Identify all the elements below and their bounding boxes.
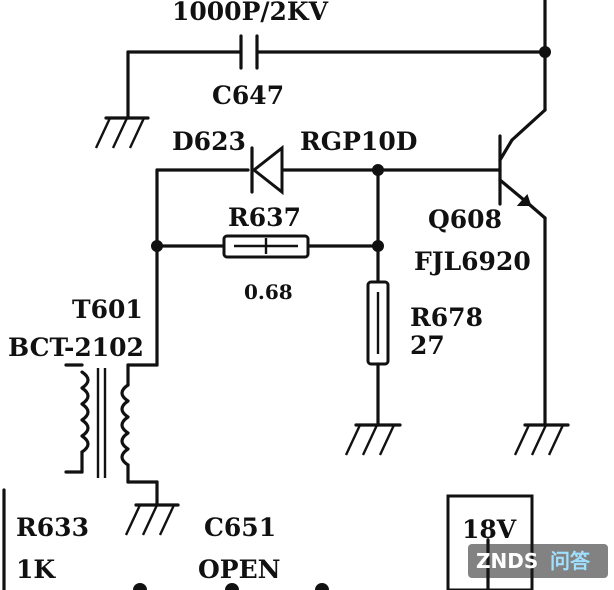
bottom-connections [2,488,329,590]
d623-row [155,168,502,367]
top-rail [126,0,547,142]
junction-dot [539,46,551,58]
d623-diode [250,144,284,196]
q608-part-label: FJL6920 [414,247,531,276]
r678-label: R678 [410,303,483,332]
r678-resistor [366,280,390,427]
c651-label: C651 [204,513,276,542]
r678-value-label: 27 [410,331,445,360]
watermark: ZNDS 问答 [468,544,608,578]
junction-dot [372,240,384,252]
voltage-box-label: 18V [462,515,517,544]
r633-value-label: 1K [16,555,56,584]
r633-label: R633 [16,513,89,542]
r637-value-label: 0.68 [244,280,293,304]
ground-symbol [513,423,570,456]
c647-capacitor [239,34,259,70]
q608-transistor [498,134,547,427]
ground-symbol [344,423,402,456]
c647-label: C647 [212,81,284,110]
ground-symbol [124,503,180,536]
d623-part-label: RGP10D [300,127,417,156]
d623-label: D623 [172,127,246,156]
r637-row [155,168,380,284]
r637-label: R637 [228,203,301,232]
q608-label: Q608 [428,205,502,234]
t601-part-label: BCT-2102 [8,333,144,362]
watermark-brand: ZNDS [476,549,538,573]
ground-symbol [94,116,150,149]
t601-transformer [64,363,159,507]
watermark-suffix: 问答 [550,549,591,573]
r637-resistor [222,234,310,259]
c651-value-label: OPEN [198,555,280,584]
t601-label: T601 [72,295,143,324]
c647-rating-label: 1000P/2KV [172,0,329,26]
junction-dot [151,240,163,252]
